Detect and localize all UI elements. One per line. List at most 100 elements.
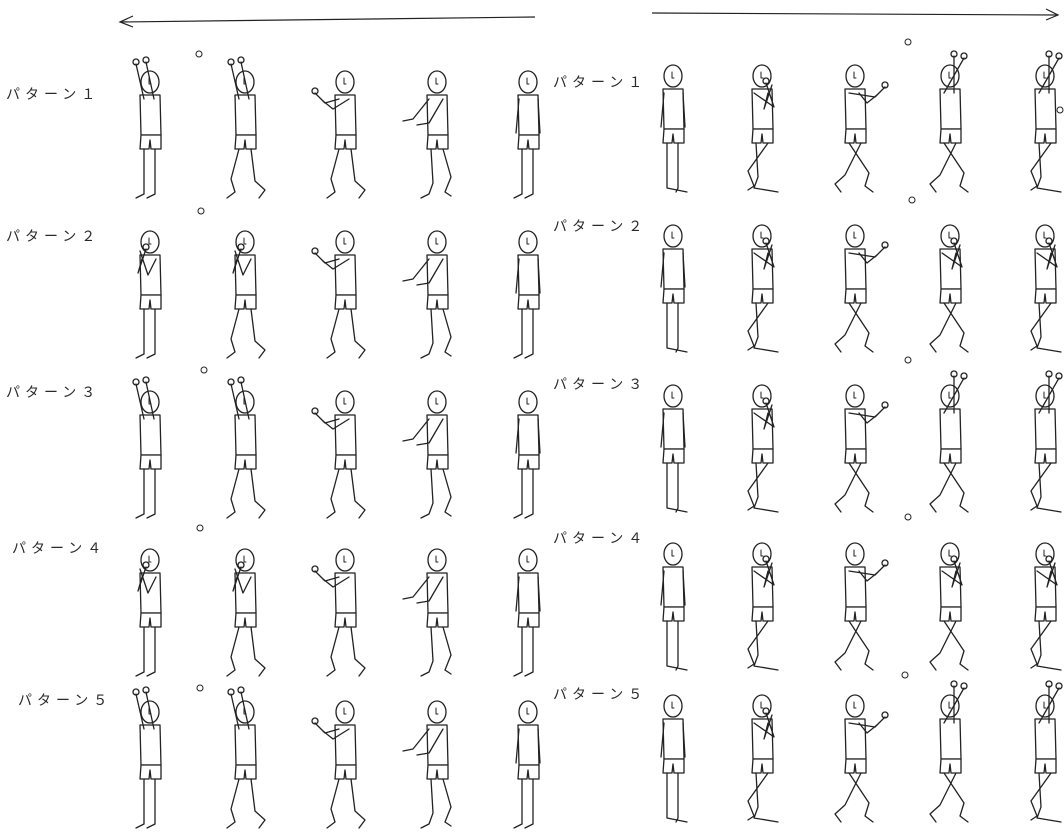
right-row4-figure4-shorts [940, 607, 961, 621]
left-pattern-5-label: パターン５ [18, 690, 112, 710]
right-row1-figure4-shirt [940, 89, 961, 129]
right-row4-figure1-shorts [663, 607, 684, 621]
left-row3-figure1 [133, 377, 161, 518]
left-row3-figure2-shorts [235, 455, 256, 469]
right-row2-figure3-head [846, 225, 864, 247]
left-row1-figure1 [133, 57, 161, 198]
right-row4-figure1-shirt [663, 567, 684, 607]
right-row5-figure1-shorts [663, 759, 684, 773]
left-row4-figure3-head [336, 549, 354, 571]
left-row4-figure3 [312, 549, 365, 676]
right-row5-figure5-shirt [1035, 719, 1056, 759]
figures [133, 51, 1062, 828]
right-row4-figure3-head [846, 543, 864, 565]
right-row4-figure3-shorts [845, 607, 866, 621]
left-row2-figure3-shorts [335, 295, 356, 309]
right-row3-figure5-shorts [1035, 449, 1056, 463]
left-row3-figure5-shirt [518, 415, 539, 455]
left-row5-figure2-shorts [235, 765, 256, 779]
right-row3-figure5 [1031, 371, 1062, 512]
right-row3-figure3-head [846, 385, 864, 407]
right-row2-figure3 [835, 225, 888, 352]
left-row4-figure5-head [519, 549, 537, 571]
left-row4-figure5-shirt [518, 573, 539, 613]
right-row2-figure1-shorts [663, 289, 684, 303]
left-row3-figure4-shorts [427, 455, 448, 469]
left-row3-figure2 [227, 377, 265, 518]
right-pattern-2-label: パターン２ [553, 216, 647, 236]
left-row2-figure5 [514, 231, 540, 358]
left-row5-figure2 [227, 687, 265, 828]
left-row5-figure1-shirt [140, 725, 161, 765]
right-row5-figure4 [930, 681, 968, 822]
left-pattern-1-label: パターン１ [6, 84, 100, 104]
right-row4-figure2-shorts [752, 607, 773, 621]
left-row1-figure1-shorts [140, 135, 161, 149]
left-row4-figure3-shorts [335, 613, 356, 627]
right-row1-figure4 [930, 51, 968, 192]
left-row1-figure2-shorts [235, 135, 256, 149]
right-row4-figure3 [835, 543, 888, 670]
right-row1-figure4-shorts [940, 129, 961, 143]
right-row3-figure1 [661, 385, 687, 512]
left-row3-figure1-shirt [140, 415, 161, 455]
right-pattern-3-label: パターン３ [553, 374, 647, 394]
left-row5-figure5 [514, 701, 540, 828]
left-row1-figure1-shirt [140, 95, 161, 135]
left-row3-figure4-shirt [427, 415, 448, 455]
left-row5-figure4-head [428, 701, 446, 723]
right-row5-figure1-shirt [663, 719, 684, 759]
right-row2-figure3-shorts [845, 289, 866, 303]
right-row1-figure2 [748, 65, 778, 192]
left-row3-figure4 [403, 391, 451, 518]
right-row3-figure4-shirt [940, 409, 961, 449]
right-row5-figure1 [661, 695, 687, 822]
right-row2-figure4-shorts [940, 289, 961, 303]
right-row1-figure3 [835, 65, 888, 192]
left-row5-figure2-shirt [235, 725, 256, 765]
right-row2-figure1 [661, 225, 687, 352]
left-row3-figure2-shirt [235, 415, 256, 455]
left-row2-figure1 [136, 231, 161, 358]
right-row1-figure3-head [846, 65, 864, 87]
right-row3-figure1-shorts [663, 449, 684, 463]
right-row5-figure3-shorts [845, 759, 866, 773]
left-row2-figure3-head [336, 231, 354, 253]
right-row2-figure4 [930, 225, 968, 352]
left-row1-figure3-head [336, 71, 354, 93]
right-row5-figure4-shorts [940, 759, 961, 773]
right-row4-figure5-shorts [1035, 607, 1056, 621]
right-row3-figure4-shorts [940, 449, 961, 463]
ball-9 [905, 514, 911, 520]
left-row5-figure4 [403, 701, 451, 828]
right-row3-figure2 [748, 385, 778, 512]
ball-3 [201, 367, 207, 373]
left-row4-figure4-shorts [427, 613, 448, 627]
left-row5-figure5-shirt [518, 725, 539, 765]
left-row5-figure3-shorts [335, 765, 356, 779]
left-row5-figure3 [312, 701, 365, 828]
left-row1-figure3-shorts [335, 135, 356, 149]
left-row5-figure5-shorts [518, 765, 539, 779]
left-row1-figure4-shirt [427, 95, 448, 135]
left-row5-figure3-head [336, 701, 354, 723]
left-row4-figure4-head [428, 549, 446, 571]
left-row1-figure4-head [428, 71, 446, 93]
right-row1-figure1-head [664, 65, 682, 87]
right-row3-figure3-shorts [845, 449, 866, 463]
left-pattern-2-label: パターン２ [6, 226, 100, 246]
ball-6 [905, 39, 911, 45]
left-row1-figure4-shorts [427, 135, 448, 149]
left-row4-figure1 [136, 549, 161, 676]
left-row3-figure4-head [428, 391, 446, 413]
right-row3-figure2-shorts [752, 449, 773, 463]
left-row1-figure5-head [519, 71, 537, 93]
right-row5-figure2 [748, 695, 778, 822]
left-row1-figure5-shorts [518, 135, 539, 149]
right-row4-figure1-head [664, 543, 682, 565]
left-row3-figure5-shorts [518, 455, 539, 469]
right-row1-figure3-shorts [845, 129, 866, 143]
right-row2-figure1-shirt [663, 249, 684, 289]
right-row5-figure2-shorts [752, 759, 773, 773]
arrow-left-line [120, 17, 535, 22]
